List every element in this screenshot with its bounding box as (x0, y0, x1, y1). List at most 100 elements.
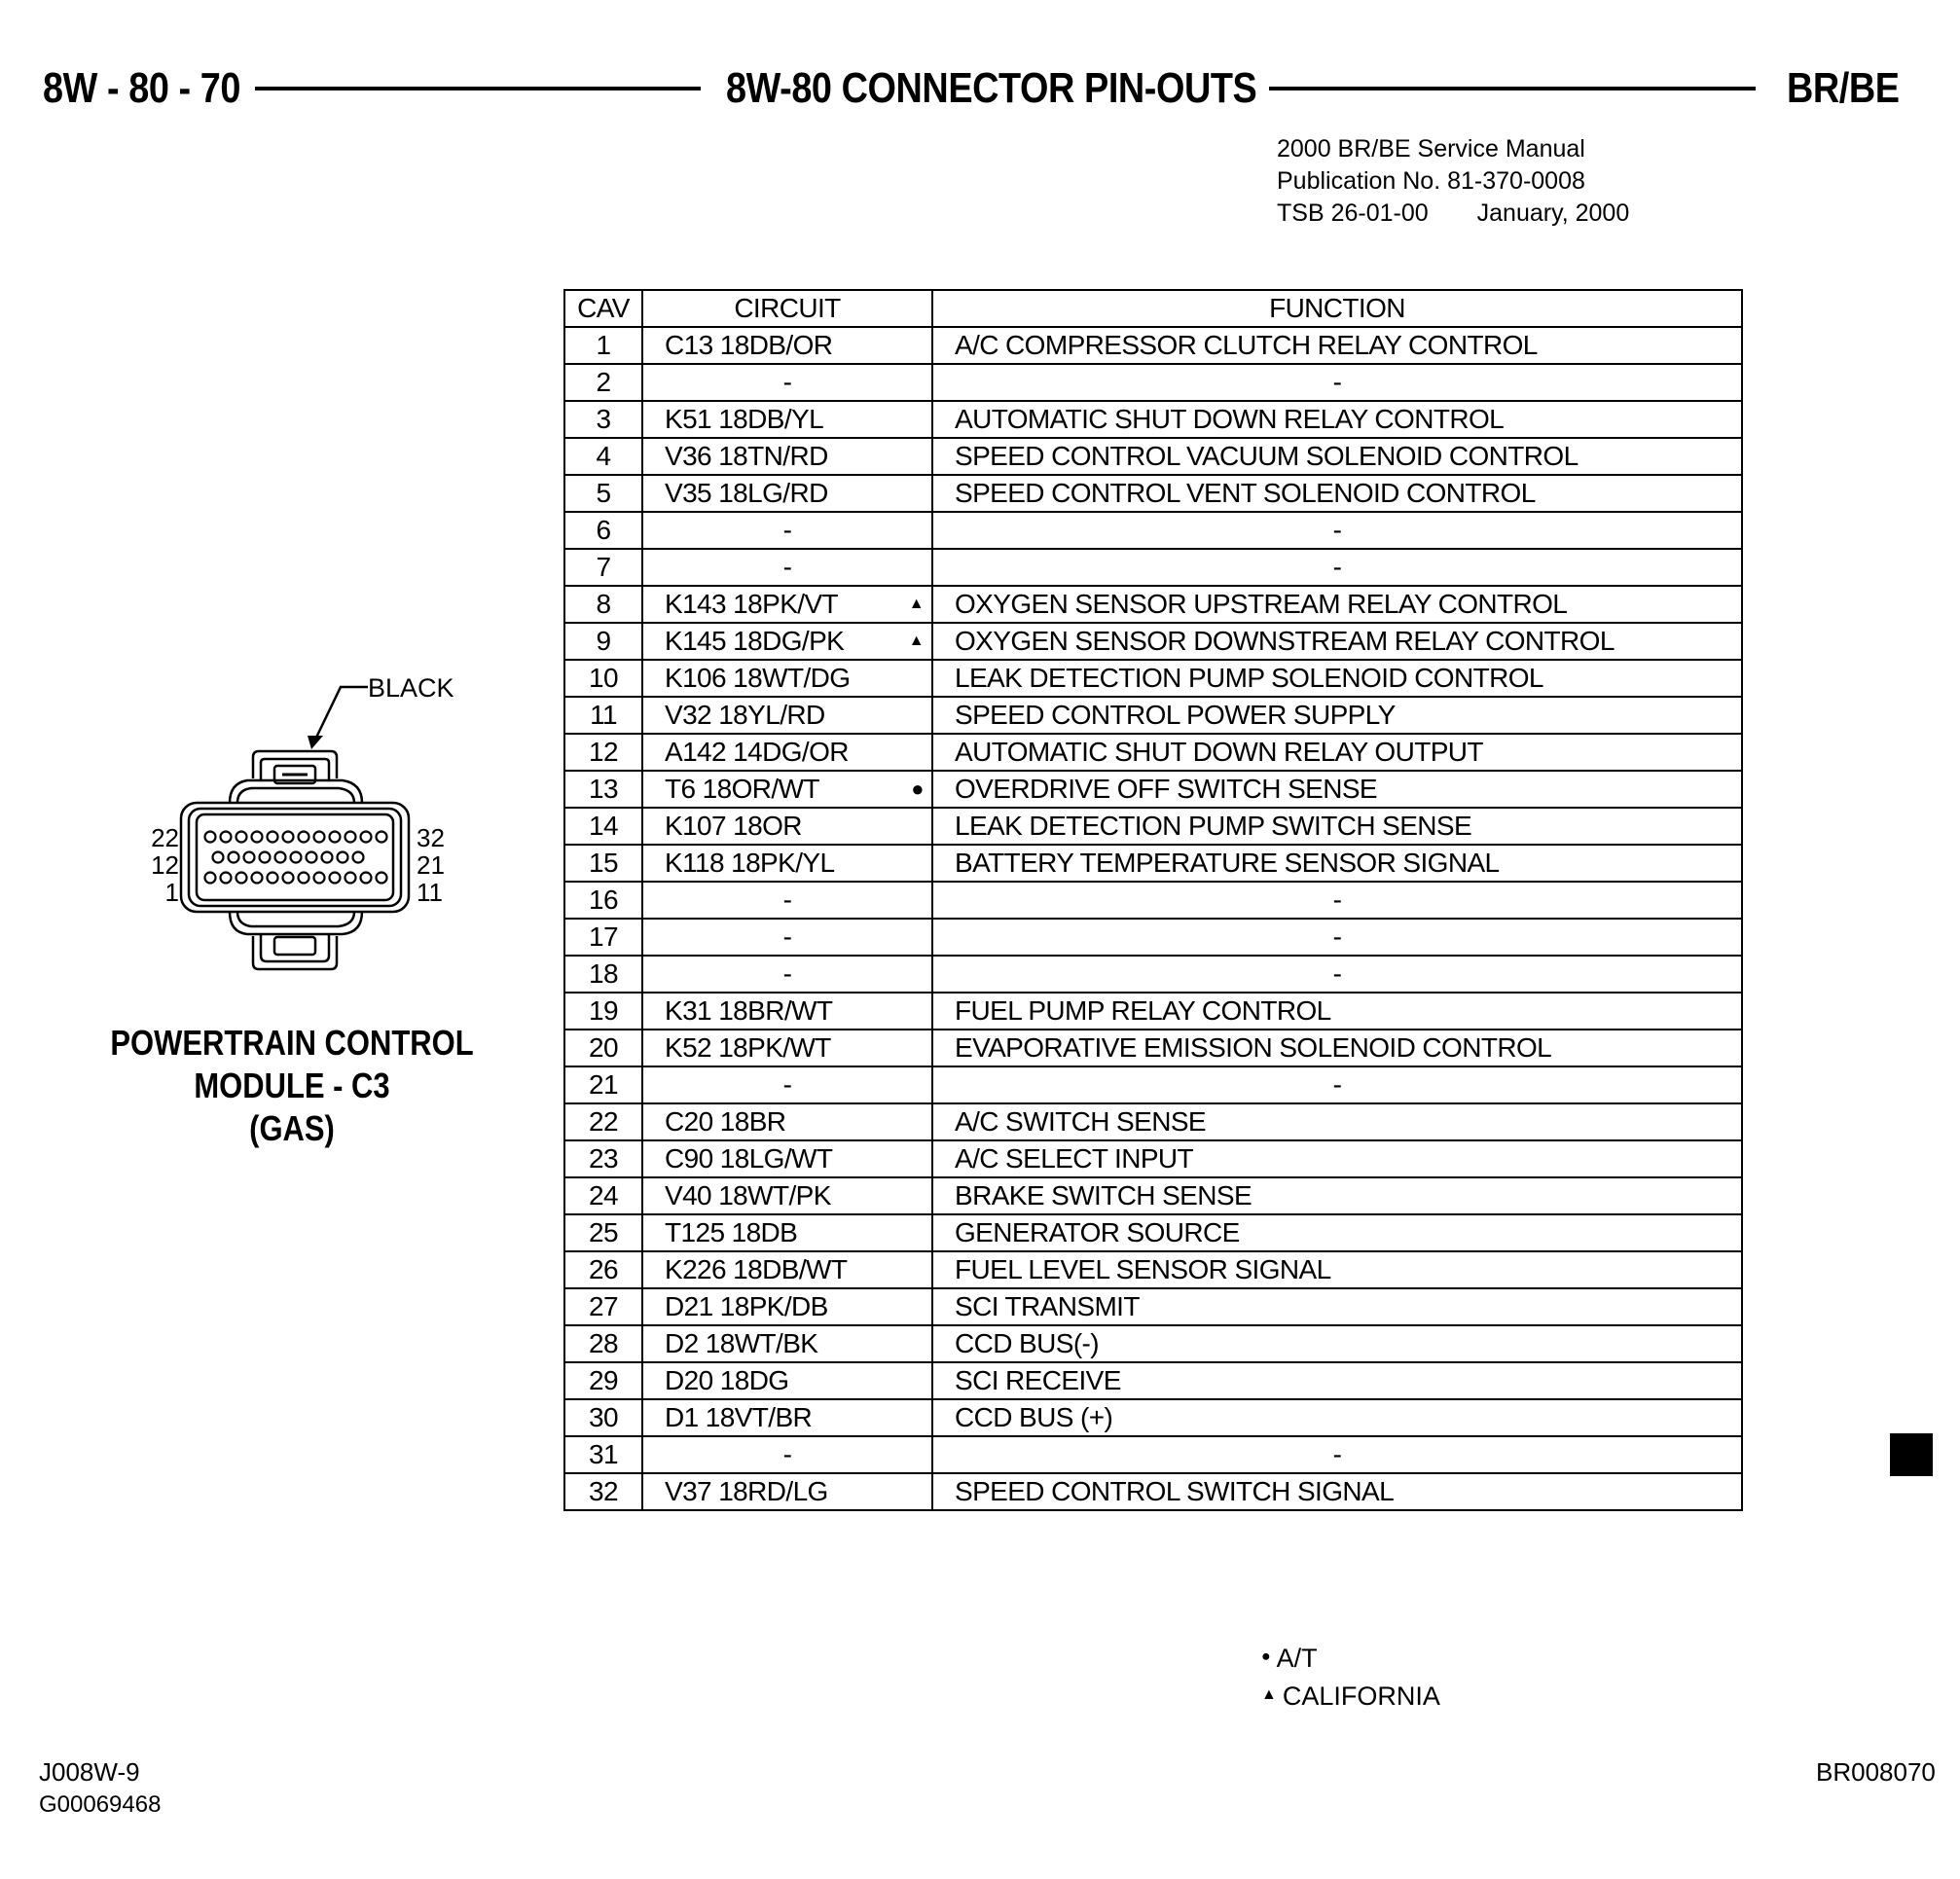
function-cell: CCD BUS(-) (931, 1324, 1743, 1363)
cav-cell: 11 (563, 696, 643, 735)
arrow-head (308, 736, 323, 749)
table-row: 16-- (563, 881, 1743, 920)
cav-cell: 10 (563, 659, 643, 698)
circuit-cell: K118 18PK/YL (641, 844, 933, 883)
circuit-text: K118 18PK/YL (665, 848, 835, 878)
tsb-date: January, 2000 (1476, 199, 1630, 227)
circuit-cell: - (641, 955, 933, 994)
circuit-cell: K31 18BR/WT (641, 992, 933, 1030)
circuit-cell: K145 18DG/PK▲ (641, 622, 933, 661)
circuit-text: - (782, 921, 792, 952)
table-row: 12 A142 14DG/OR AUTOMATIC SHUT DOWN RELAY … (563, 733, 1743, 772)
function-cell: SPEED CONTROL POWER SUPPLY (931, 696, 1743, 735)
function-cell: A/C COMPRESSOR CLUTCH RELAY CONTROL (931, 326, 1743, 365)
function-cell: OXYGEN SENSOR UPSTREAM RELAY CONTROL (931, 585, 1743, 624)
circuit-cell: V37 18RD/LG (641, 1472, 933, 1511)
table-row: 6-- (563, 511, 1743, 550)
cav-cell: 24 (563, 1176, 643, 1215)
publication-info: 2000 BR/BE Service Manual Publication No… (1277, 133, 1629, 230)
function-cell: - (931, 1066, 1743, 1104)
footer-code-2: G00069468 (39, 1791, 162, 1818)
function-cell: - (931, 548, 1743, 587)
legend-label-california: CALIFORNIA (1282, 1681, 1440, 1711)
circuit-cell: V35 18LG/RD (641, 474, 933, 513)
function-cell: SPEED CONTROL VENT SOLENOID CONTROL (931, 474, 1743, 513)
circuit-text: A142 14DG/OR (665, 737, 850, 767)
header-cav: CAV (563, 289, 643, 328)
circuit-cell: - (641, 363, 933, 402)
circuit-text: V40 18WT/PK (665, 1180, 831, 1211)
pin-number-22: 22 (151, 823, 179, 852)
function-cell: AUTOMATIC SHUT DOWN RELAY OUTPUT (931, 733, 1743, 772)
circuit-cell: - (641, 548, 933, 587)
cav-cell: 13 (563, 770, 643, 809)
function-cell: SCI RECEIVE (931, 1361, 1743, 1400)
connector-left-numbers: 22 12 1 (150, 824, 179, 906)
triangle-icon: ▲ (908, 596, 925, 612)
circuit-text: K226 18DB/WT (665, 1254, 848, 1284)
cav-cell: 30 (563, 1398, 643, 1437)
page-code: 8W - 80 - 70 (43, 64, 241, 112)
header-rule-left (255, 87, 701, 90)
function-cell: SCI TRANSMIT (931, 1287, 1743, 1326)
circuit-cell: T6 18OR/WT ● (641, 770, 933, 809)
publication-number: Publication No. 81-370-0008 (1277, 167, 1585, 195)
legend: ●A/T ▲CALIFORNIA (1261, 1639, 1440, 1715)
cav-cell: 12 (563, 733, 643, 772)
function-cell: A/C SELECT INPUT (931, 1139, 1743, 1178)
table-row: 17-- (563, 918, 1743, 957)
pin-number-32: 32 (417, 823, 445, 852)
circuit-text: T125 18DB (665, 1217, 798, 1247)
circuit-cell: K51 18DB/YL (641, 400, 933, 439)
circuit-cell: - (641, 918, 933, 957)
circuit-cell: V32 18YL/RD (641, 696, 933, 735)
circuit-cell: A142 14DG/OR (641, 733, 933, 772)
circuit-text: T6 18OR/WT (665, 774, 820, 804)
table-row: 7-- (563, 548, 1743, 587)
circuit-cell: T125 18DB (641, 1213, 933, 1252)
table-row: 31-- (563, 1435, 1743, 1474)
function-cell: OVERDRIVE OFF SWITCH SENSE (931, 770, 1743, 809)
table-row: 18-- (563, 955, 1743, 994)
circuit-cell: K143 18PK/VT▲ (641, 585, 933, 624)
header-rule-right (1269, 87, 1756, 90)
circuit-text: V32 18YL/RD (665, 700, 825, 730)
cav-cell: 25 (563, 1213, 643, 1252)
cav-cell: 9 (563, 622, 643, 661)
circuit-cell: - (641, 1435, 933, 1474)
dot-icon: ● (911, 777, 924, 801)
connector-diagram (179, 685, 411, 971)
connector-title: POWERTRAIN CONTROL MODULE - C3 (GAS) (108, 1022, 476, 1150)
connector-title-line1: POWERTRAIN CONTROL (110, 1023, 474, 1063)
cav-cell: 3 (563, 400, 643, 439)
function-cell: BATTERY TEMPERATURE SENSOR SIGNAL (931, 844, 1743, 883)
circuit-text: K31 18BR/WT (665, 995, 833, 1026)
cav-cell: 26 (563, 1250, 643, 1289)
cav-cell: 7 (563, 548, 643, 587)
circuit-cell: C90 18LG/WT (641, 1139, 933, 1178)
function-cell: CCD BUS (+) (931, 1398, 1743, 1437)
circuit-text: C13 18DB/OR (665, 330, 833, 360)
connector-title-line2: MODULE - C3 (194, 1066, 390, 1105)
circuit-cell: V36 18TN/RD (641, 437, 933, 476)
circuit-text: D21 18PK/DB (665, 1291, 828, 1321)
circuit-text: - (782, 1069, 792, 1100)
cav-cell: 4 (563, 437, 643, 476)
cav-cell: 28 (563, 1324, 643, 1363)
circuit-cell: K106 18WT/DG (641, 659, 933, 698)
pin-number-1: 1 (164, 878, 179, 907)
circuit-text: - (782, 885, 792, 915)
table-row: 21-- (563, 1066, 1743, 1104)
circuit-text: D1 18VT/BR (665, 1402, 813, 1432)
pin-cavities (203, 830, 388, 885)
circuit-text: K51 18DB/YL (665, 404, 824, 434)
